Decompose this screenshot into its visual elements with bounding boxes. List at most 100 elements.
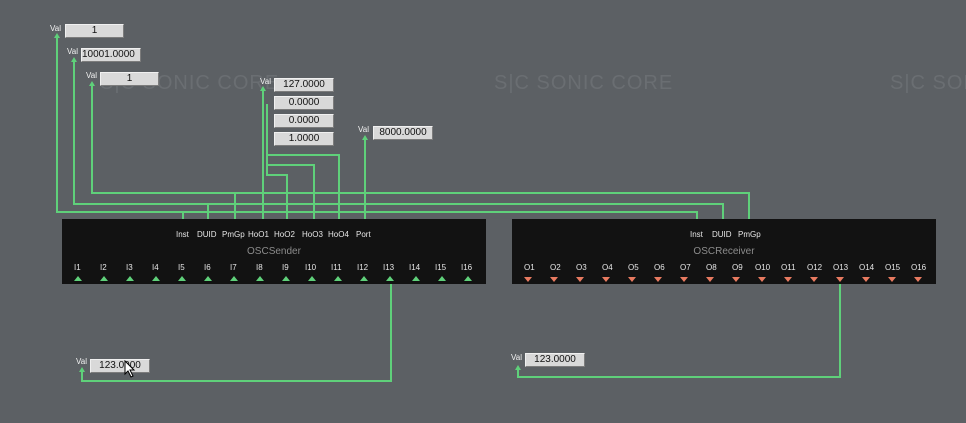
output-pin-marker-icon [386, 276, 394, 281]
output-pin-marker-icon [334, 276, 342, 281]
output-pin-i9[interactable]: I9 [282, 263, 289, 272]
output-pin-o10[interactable]: O10 [755, 263, 771, 272]
val-label: Val [511, 353, 522, 362]
value-box-8[interactable]: 8000.0000 [373, 126, 433, 140]
output-pin-o5[interactable]: O5 [628, 263, 639, 272]
wire-val2-duid [73, 62, 209, 228]
output-pin-marker-icon [178, 276, 186, 281]
output-pin-o11[interactable]: O11 [781, 263, 796, 272]
module-title: OSCReceiver [693, 246, 755, 257]
output-pin-marker-icon [230, 276, 238, 281]
watermark-2: S|C SONIC CORE [494, 72, 674, 94]
output-pin-marker-icon [602, 277, 610, 282]
output-pin-marker-icon [74, 276, 82, 281]
wire-val1-inst [56, 38, 184, 228]
output-pin-marker-icon [732, 277, 740, 282]
input-pin-duid[interactable]: DUID [197, 230, 217, 239]
input-pin-inst[interactable]: Inst [690, 230, 703, 239]
output-pin-i5[interactable]: I5 [178, 263, 185, 272]
output-pin-marker-icon [152, 276, 160, 281]
output-pin-marker-icon [550, 277, 558, 282]
watermark-3: S|C SONIC CORE [890, 72, 966, 94]
output-pin-marker-icon [810, 277, 818, 282]
output-pin-o8[interactable]: O8 [706, 263, 717, 272]
val-label: Val [67, 47, 78, 56]
output-pin-i16[interactable]: I16 [461, 263, 473, 272]
output-pin-marker-icon [126, 276, 134, 281]
output-pin-i7[interactable]: I7 [230, 263, 237, 272]
wire-i13-out [81, 284, 392, 382]
input-pin-port[interactable]: Port [356, 230, 371, 239]
value-box-6[interactable]: 0.0000 [274, 114, 334, 128]
value-box-1[interactable]: 1 [65, 24, 124, 38]
value-box-10[interactable]: 123.0000 [525, 353, 585, 367]
output-pin-marker-icon [438, 276, 446, 281]
val-label: Val [86, 71, 97, 80]
output-pin-o9[interactable]: O9 [732, 263, 743, 272]
output-pin-i11[interactable]: I11 [331, 263, 342, 272]
output-pin-o12[interactable]: O12 [807, 263, 823, 272]
output-pin-o6[interactable]: O6 [654, 263, 665, 272]
output-pin-marker-icon [758, 277, 766, 282]
output-pin-marker-icon [256, 276, 264, 281]
output-pin-marker-icon [706, 277, 714, 282]
output-pin-marker-icon [360, 276, 368, 281]
output-pin-marker-icon [524, 277, 532, 282]
value-box-3[interactable]: 1 [100, 72, 159, 86]
output-pin-i14[interactable]: I14 [409, 263, 421, 272]
value-box-9[interactable]: 123.0000 [90, 359, 150, 373]
input-pin-hoo2[interactable]: HoO2 [274, 230, 295, 239]
output-pin-o7[interactable]: O7 [680, 263, 691, 272]
output-pin-i8[interactable]: I8 [256, 263, 263, 272]
output-pin-i13[interactable]: I13 [383, 263, 395, 272]
output-pin-o3[interactable]: O3 [576, 263, 587, 272]
output-pin-o4[interactable]: O4 [602, 263, 613, 272]
output-pin-i15[interactable]: I15 [435, 263, 447, 272]
output-pin-i6[interactable]: I6 [204, 263, 211, 272]
output-pin-marker-icon [784, 277, 792, 282]
output-pin-marker-icon [204, 276, 212, 281]
output-pin-i1[interactable]: I1 [74, 263, 81, 272]
val-label: Val [358, 125, 369, 134]
input-pin-hoo3[interactable]: HoO3 [302, 230, 323, 239]
wire-val3-receiver-pmgp [235, 192, 750, 228]
output-pin-o2[interactable]: O2 [550, 263, 561, 272]
val-label: Val [50, 24, 61, 33]
output-pin-i2[interactable]: I2 [100, 263, 107, 272]
output-pin-i3[interactable]: I3 [126, 263, 133, 272]
output-pin-marker-icon [654, 277, 662, 282]
output-pin-o1[interactable]: O1 [524, 263, 535, 272]
output-pin-marker-icon [680, 277, 688, 282]
wire-val7-hoo4 [266, 139, 340, 228]
output-pin-marker-icon [412, 276, 420, 281]
output-pin-marker-icon [308, 276, 316, 281]
val-label: Val [76, 357, 87, 366]
output-pin-i4[interactable]: I4 [152, 263, 159, 272]
output-pin-o13[interactable]: O13 [833, 263, 849, 272]
output-pin-marker-icon [628, 277, 636, 282]
value-box-4[interactable]: 127.0000 [274, 78, 334, 92]
output-pin-marker-icon [576, 277, 584, 282]
module-title: OSCSender [247, 246, 301, 257]
value-box-7[interactable]: 1.0000 [274, 132, 334, 146]
input-pin-duid[interactable]: DUID [712, 230, 732, 239]
output-pin-marker-icon [100, 276, 108, 281]
output-pin-o14[interactable]: O14 [859, 263, 875, 272]
output-pin-o15[interactable]: O15 [885, 263, 901, 272]
input-pin-pmgp[interactable]: PmGp [222, 230, 245, 239]
input-pin-inst[interactable]: Inst [176, 230, 189, 239]
output-pin-i12[interactable]: I12 [357, 263, 369, 272]
output-pin-marker-icon [836, 277, 844, 282]
value-box-5[interactable]: 0.0000 [274, 96, 334, 110]
input-pin-pmgp[interactable]: PmGp [738, 230, 761, 239]
value-box-2[interactable]: 10001.0000 [81, 48, 141, 62]
output-pin-o16[interactable]: O16 [911, 263, 927, 272]
output-pin-marker-icon [914, 277, 922, 282]
output-pin-marker-icon [862, 277, 870, 282]
output-pin-i10[interactable]: I10 [305, 263, 317, 272]
val-label: Val [260, 77, 271, 86]
input-pin-hoo4[interactable]: HoO4 [328, 230, 349, 239]
input-pin-hoo1[interactable]: HoO1 [248, 230, 269, 239]
